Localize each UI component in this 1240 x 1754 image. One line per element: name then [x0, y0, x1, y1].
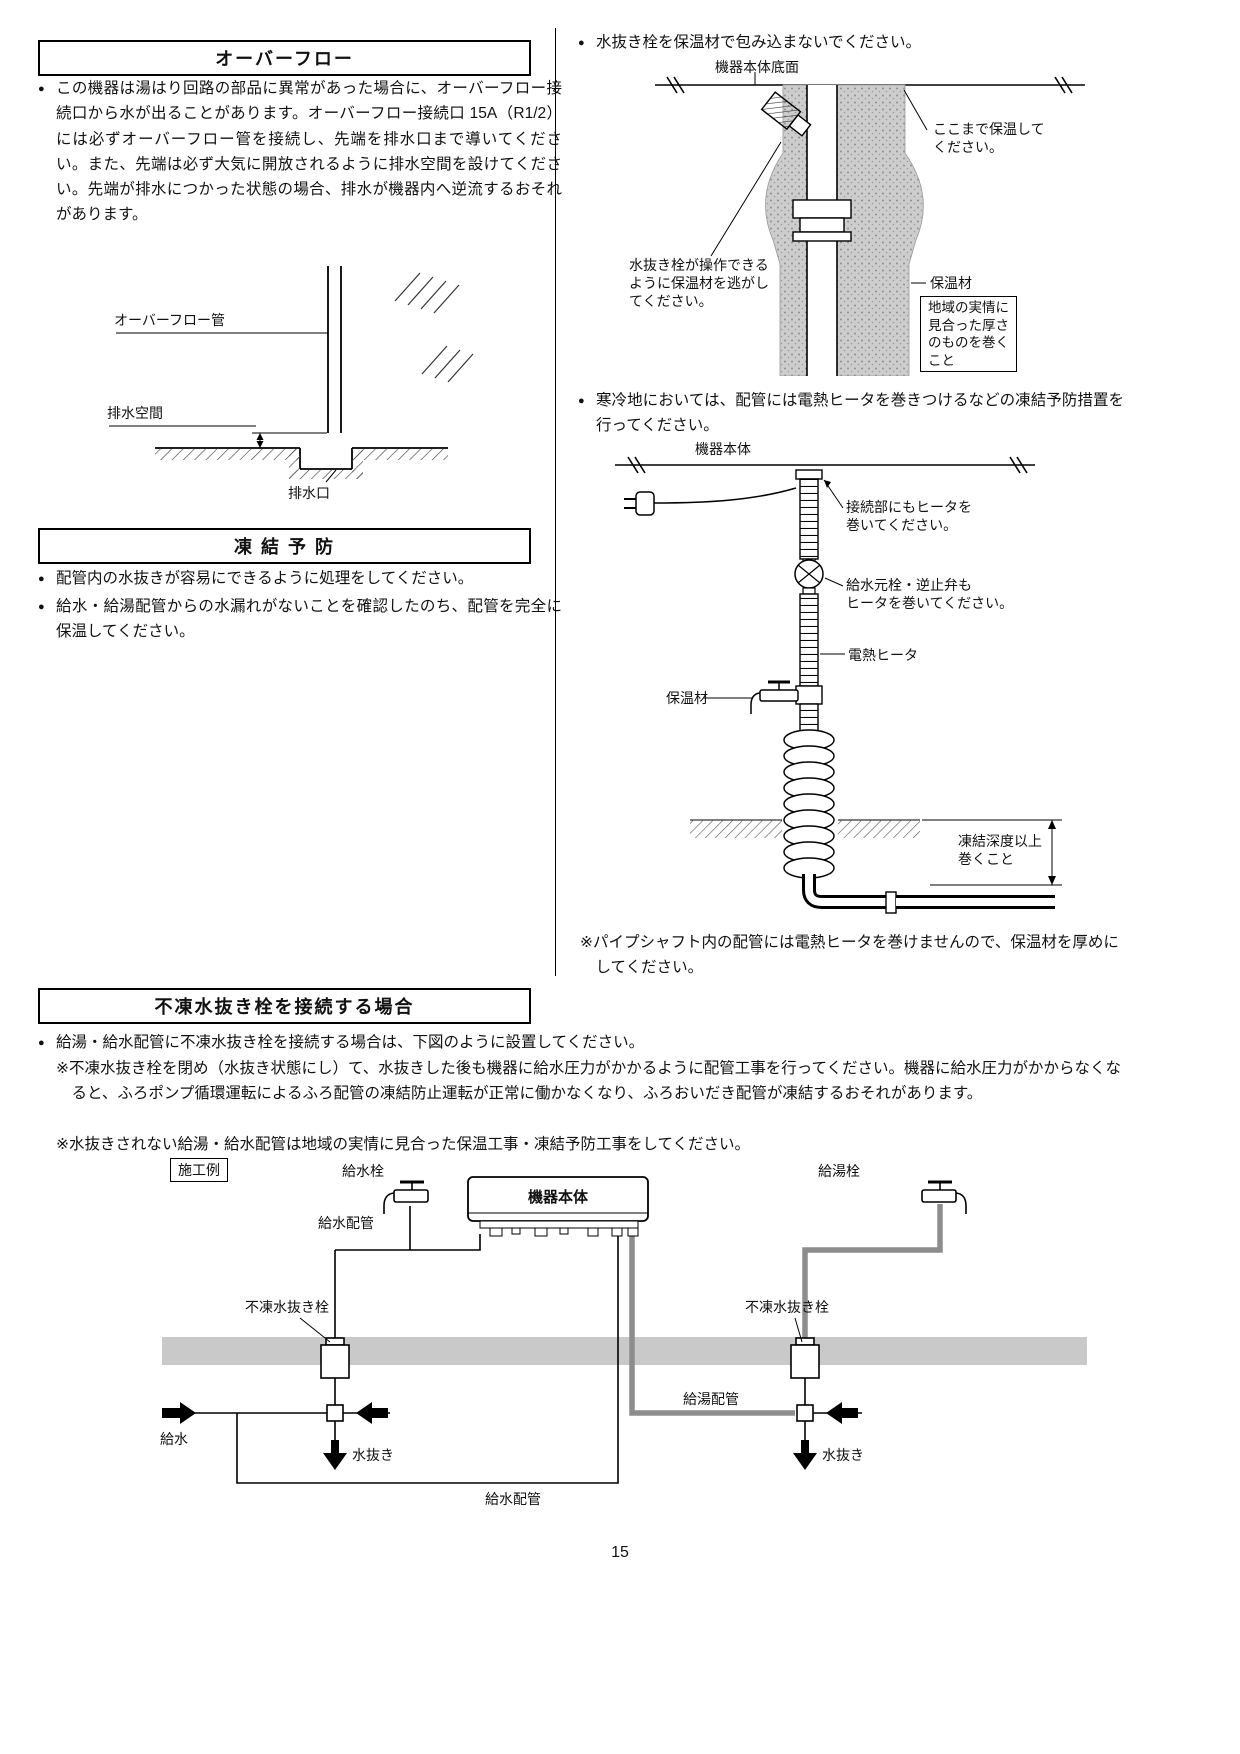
insulation-diagram-art	[655, 72, 1085, 376]
installation-diagram-art	[162, 1176, 1087, 1484]
freeze-bullet-1: 配管内の水抜きが容易にできるように処理をしてください。	[38, 566, 562, 591]
antifreeze-note-2: ※水抜きされない給湯・給水配管は地域の実情に見合った保温工事・凍結予防工事をして…	[56, 1136, 751, 1153]
leader-lines	[109, 332, 337, 483]
antifreeze-valve-left	[320, 1337, 350, 1422]
water-tap	[383, 1180, 429, 1214]
drain-pipe	[792, 85, 852, 376]
construction-example-label: 施工例	[170, 1158, 228, 1183]
unit-bottom-face-label: 機器本体底面	[715, 59, 799, 75]
drain-right-label: 水抜き	[822, 1447, 864, 1463]
insulation-material-label-2: 保温材	[666, 690, 708, 706]
heater-wrapped-pipe	[794, 478, 824, 741]
dimension-and-leaders	[703, 479, 1062, 886]
heater-bullet: 寒冷地においては、配管には電熱ヒータを巻きつけるなどの凍結予防措置を行ってくださ…	[578, 388, 1124, 439]
column-divider	[555, 28, 556, 976]
antifreeze-bullet: 給湯・給水配管に不凍水抜き栓を接続する場合は、下図のように設置してください。	[38, 1030, 1118, 1055]
ground-band	[162, 1337, 1087, 1365]
pipe-shaft-note: ※パイプシャフト内の配管には電熱ヒータを巻けませんので、保温材を厚めにしてくださ…	[580, 934, 1119, 977]
heater-wrap-diagram: 機器本体 接続部にもヒータを 巻いてください。 給水元栓・逆止弁も ヒータを巻い…	[590, 438, 1110, 928]
hot-water-tap	[921, 1180, 967, 1214]
electric-heater-label: 電熱ヒータ	[848, 647, 918, 663]
drain-flow-arrow-left	[356, 1402, 372, 1424]
page-number: 15	[611, 1544, 629, 1561]
antifreeze-note-1: ※不凍水抜き栓を閉め（水抜き状態にし）て、水抜きした後も機器に給水圧力がかかるよ…	[56, 1060, 1121, 1103]
antifreeze-section-title: 不凍水抜き栓を接続する場合	[38, 988, 531, 1024]
insulation-material-label: 保温材	[930, 275, 972, 291]
hose-bib-faucet	[750, 680, 799, 714]
overflow-pipe-label: オーバーフロー管	[114, 312, 226, 328]
ground-hatching	[690, 819, 920, 838]
unit-body-label-2: 機器本体	[527, 1189, 588, 1206]
antifreeze-valve-left-label: 不凍水抜き栓	[245, 1299, 329, 1315]
overflow-diagram: オーバーフロー管 排水空間 排水口	[70, 256, 540, 516]
antifreeze-valve-right	[790, 1337, 820, 1422]
insulation-bullet: 水抜き栓を保温材で包み込まないでください。	[578, 30, 1118, 55]
unit-body-label: 機器本体	[695, 441, 751, 457]
overflow-diagram-art	[109, 266, 474, 483]
water-tap-label: 給水栓	[342, 1163, 384, 1179]
flow-arrows	[162, 1402, 858, 1470]
pipe-joint	[795, 469, 823, 480]
drain-space-label: 排水空間	[107, 405, 163, 421]
overflow-body-text: この機器は湯はり回路の部品に異常があった場合に、オーバーフロー接続口から水が出る…	[38, 76, 562, 228]
drain-left-label: 水抜き	[352, 1447, 394, 1463]
hot-water-pipes	[629, 1204, 943, 1416]
water-supply-label: 給水	[160, 1431, 188, 1447]
unit-body-line	[615, 456, 1035, 474]
overflow-section-title: オーバーフロー	[38, 40, 531, 76]
unit-bottom-insulation-diagram: 機器本体底面 ここまで保温して ください。 水抜き栓が操作できる ように保温材を…	[615, 58, 1100, 376]
insulate-to-here-label: ここまで保温して ください。	[933, 121, 1045, 156]
thickness-note-box: 地域の実情に 見合った厚さ のものを巻く こと	[920, 296, 1017, 373]
water-inlet-arrow	[162, 1408, 180, 1418]
overflow-pipe	[327, 266, 342, 433]
dimension-arrowheads	[824, 480, 1056, 885]
hot-water-tap-label: 給湯栓	[818, 1163, 860, 1179]
drain-valve	[760, 91, 812, 137]
unit-body	[467, 1176, 649, 1237]
antifreeze-valve-right-label: 不凍水抜き栓	[745, 1299, 829, 1315]
ground-hatching	[155, 449, 448, 479]
wall-hatching	[394, 272, 474, 383]
valve-access-label: 水抜き栓が操作できる ように保温材を逃がし てください。	[629, 257, 769, 310]
hot-water-pipe-label: 給湯配管	[683, 1391, 739, 1407]
valve-heater-label: 給水元栓・逆止弁も ヒータを巻いてください。	[846, 577, 1014, 612]
joint-heater-label: 接続部にもヒータを 巻いてください。	[846, 499, 972, 534]
drain-down-arrow-left	[331, 1440, 339, 1453]
dimension-arrows	[256, 433, 264, 448]
freeze-depth-label: 凍結深度以上 巻くこと	[958, 833, 1042, 868]
heater-diagram-art	[615, 456, 1062, 914]
installation-diagram: 施工例 給水栓 機器本体 給湯栓 給水配管 不凍水抜き栓 不凍水抜き栓 給湯配管…	[150, 1150, 1100, 1540]
drain-down-arrow-right	[801, 1440, 809, 1453]
power-cord	[653, 487, 797, 504]
insulation-coil	[783, 729, 835, 879]
freeze-bullet-2: 給水・給湯配管からの水漏れがないことを確認したのち、配管を完全に保温してください…	[38, 594, 562, 645]
power-plug	[624, 487, 797, 516]
faucet-tee	[795, 685, 823, 705]
leader-lines	[299, 1317, 803, 1343]
water-pipe-bottom-label: 給水配管	[485, 1491, 541, 1507]
drain-flow-arrow-right	[826, 1402, 842, 1424]
drain-outlet-label: 排水口	[288, 485, 330, 501]
freeze-section-title: 凍 結 予 防	[38, 528, 531, 564]
water-pipe-label: 給水配管	[318, 1215, 374, 1231]
leader-lines	[710, 89, 928, 284]
underground-elbow-pipe	[802, 874, 1055, 914]
